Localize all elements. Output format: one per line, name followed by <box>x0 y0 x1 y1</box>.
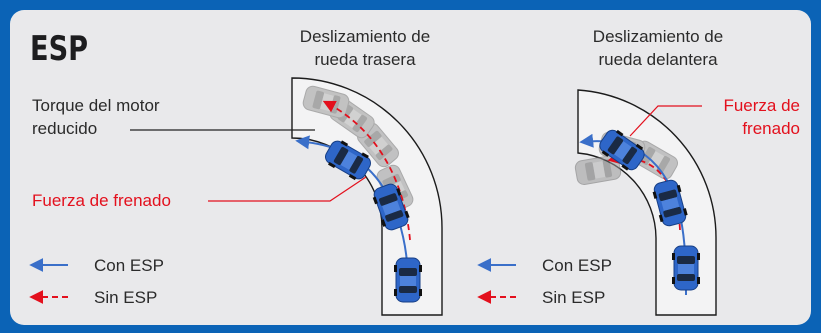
right-scenario-title-line2: rueda delantera <box>598 50 718 69</box>
legend-right-without-esp-label: Sin ESP <box>542 288 605 307</box>
diagram-panel: ESP Deslizamiento de rueda trasera Torqu… <box>10 10 811 325</box>
legend-left-with-esp-label: Con ESP <box>94 256 164 275</box>
right-braking-leader-line <box>629 105 702 137</box>
legend-left-without-esp-label: Sin ESP <box>94 288 157 307</box>
left-path-without-esp <box>322 100 411 241</box>
left-scenario-title-line1: Deslizamiento de <box>300 27 430 46</box>
esp-diagram: ESP Deslizamiento de rueda trasera Torqu… <box>29 27 800 316</box>
diagram-title: ESP <box>30 29 88 69</box>
torque-label-line2: reducido <box>32 119 97 138</box>
left-scenario-title-line2: rueda trasera <box>314 50 416 69</box>
right-braking-label-line1: Fuerza de <box>723 96 800 115</box>
left-braking-leader-line <box>208 176 367 202</box>
legend-right-with-esp-label: Con ESP <box>542 256 612 275</box>
torque-label-line1: Torque del motor <box>32 96 160 115</box>
left-road <box>291 77 443 316</box>
right-scenario-title-line1: Deslizamiento de <box>593 27 723 46</box>
left-braking-label: Fuerza de frenado <box>32 191 171 210</box>
right-braking-label-line2: frenado <box>742 119 800 138</box>
